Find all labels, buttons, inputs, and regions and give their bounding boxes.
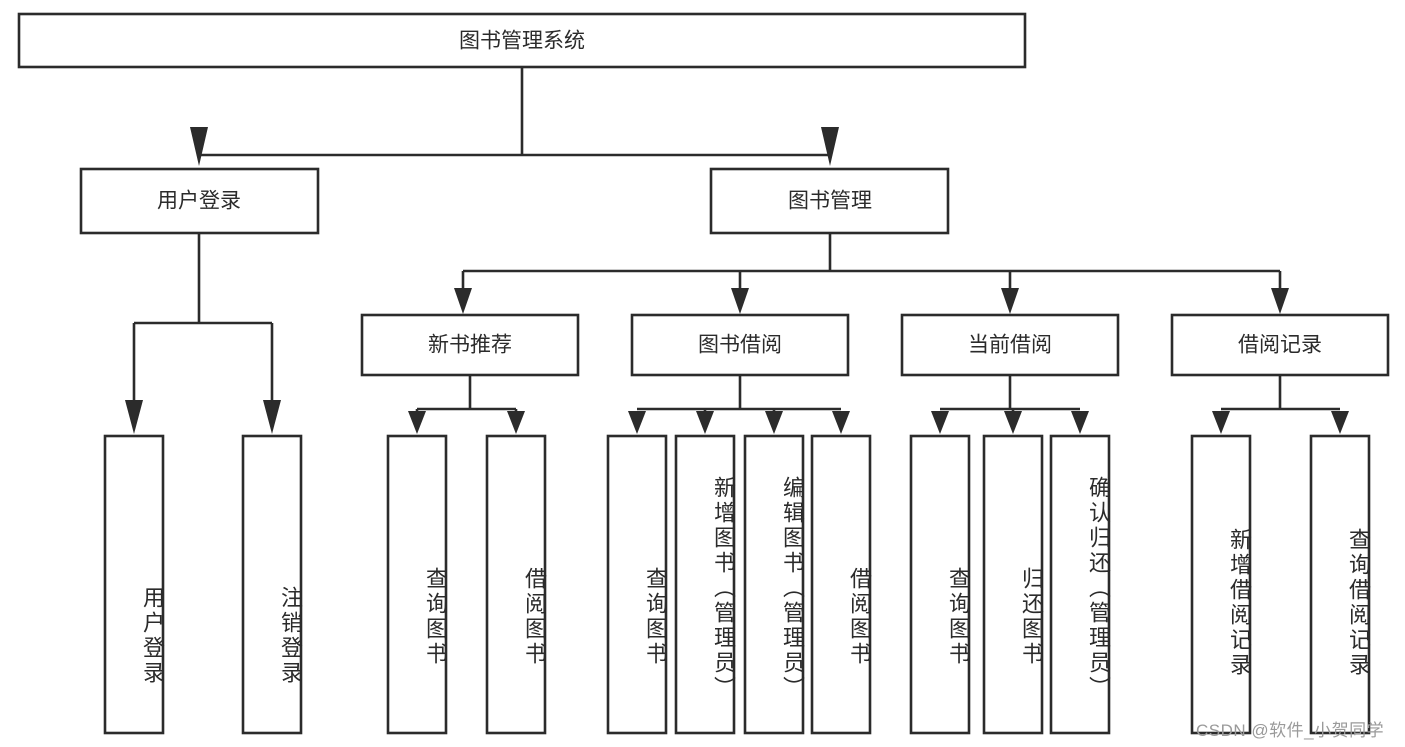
- arrow-head-leaf-query-book-3: [931, 411, 949, 434]
- node-book-borrow-label: 图书借阅: [698, 334, 782, 357]
- node-leaf-query-book-2-rect[interactable]: [606, 434, 668, 735]
- node-user-login-label: 用户登录: [157, 190, 241, 213]
- arrow-head-current-borrow: [1001, 288, 1019, 314]
- node-root[interactable]: 图书管理系统: [17, 12, 1027, 69]
- node-leaf-edit-book-rect[interactable]: [743, 434, 805, 735]
- arrow-head-leaf-add-book: [696, 411, 714, 434]
- arrow-head-new-book-recommend: [454, 288, 472, 314]
- node-leaf-borrow-book-1-rect[interactable]: [485, 434, 547, 735]
- node-leaf-logout-rect[interactable]: [241, 434, 303, 735]
- node-new-book-recommend[interactable]: 新书推荐: [360, 313, 580, 377]
- node-borrow-record[interactable]: 借阅记录: [1170, 313, 1390, 377]
- node-root-label: 图书管理系统: [459, 30, 585, 53]
- arrow-head-leaf-borrow-book-2: [832, 411, 850, 434]
- node-current-borrow[interactable]: 当前借阅: [900, 313, 1120, 377]
- arrow-head-leaf-return-book: [1004, 411, 1022, 434]
- node-leaf-query-record-rect[interactable]: [1309, 434, 1371, 735]
- node-borrow-record-rect[interactable]: [1170, 313, 1390, 377]
- arrow-head-borrow-record: [1271, 288, 1289, 314]
- arrow-head-leaf-query-record: [1331, 411, 1349, 434]
- node-book-management-rect[interactable]: [709, 167, 950, 235]
- arrow-head-book-management: [821, 127, 839, 166]
- node-book-management-label: 图书管理: [788, 190, 872, 213]
- node-book-borrow-rect[interactable]: [630, 313, 850, 377]
- node-new-book-recommend-rect[interactable]: [360, 313, 580, 377]
- arrow-head-leaf-confirm-return: [1071, 411, 1089, 434]
- connector-group-root-to-level2: [197, 67, 830, 157]
- node-user-login[interactable]: 用户登录: [79, 167, 320, 235]
- arrow-head-leaf-query-book-2: [628, 411, 646, 434]
- node-book-management[interactable]: 图书管理: [709, 167, 950, 235]
- node-user-login-rect[interactable]: [79, 167, 320, 235]
- node-borrow-record-label: 借阅记录: [1238, 334, 1322, 357]
- arrow-head-leaf-logout: [263, 400, 281, 434]
- arrow-head-user-login: [190, 127, 208, 166]
- node-new-book-recommend-label: 新书推荐: [428, 334, 512, 357]
- csdn-watermark: CSDN @软件_小贺同学: [1196, 721, 1385, 740]
- node-leaf-add-book-rect[interactable]: [674, 434, 736, 735]
- node-leaf-query-book-3-rect[interactable]: [909, 434, 971, 735]
- arrow-head-leaf-add-record: [1212, 411, 1230, 434]
- arrow-head-book-borrow: [731, 288, 749, 314]
- arrow-head-leaf-query-book-1: [408, 411, 426, 434]
- arrow-head-leaf-borrow-book-1: [507, 411, 525, 434]
- node-leaf-return-book-rect[interactable]: [982, 434, 1044, 735]
- node-book-borrow[interactable]: 图书借阅: [630, 313, 850, 377]
- node-root-rect[interactable]: [17, 12, 1027, 69]
- node-leaf-user-login-rect[interactable]: [103, 434, 165, 735]
- node-leaf-query-book-1-rect[interactable]: [386, 434, 448, 735]
- node-current-borrow-label: 当前借阅: [968, 334, 1052, 357]
- node-leaf-borrow-book-2-rect[interactable]: [810, 434, 872, 735]
- node-leaf-confirm-return-rect[interactable]: [1049, 434, 1111, 735]
- arrow-head-leaf-edit-book: [765, 411, 783, 434]
- node-leaf-add-record-rect[interactable]: [1190, 434, 1252, 735]
- arrow-head-leaf-user-login: [125, 400, 143, 434]
- node-current-borrow-rect[interactable]: [900, 313, 1120, 377]
